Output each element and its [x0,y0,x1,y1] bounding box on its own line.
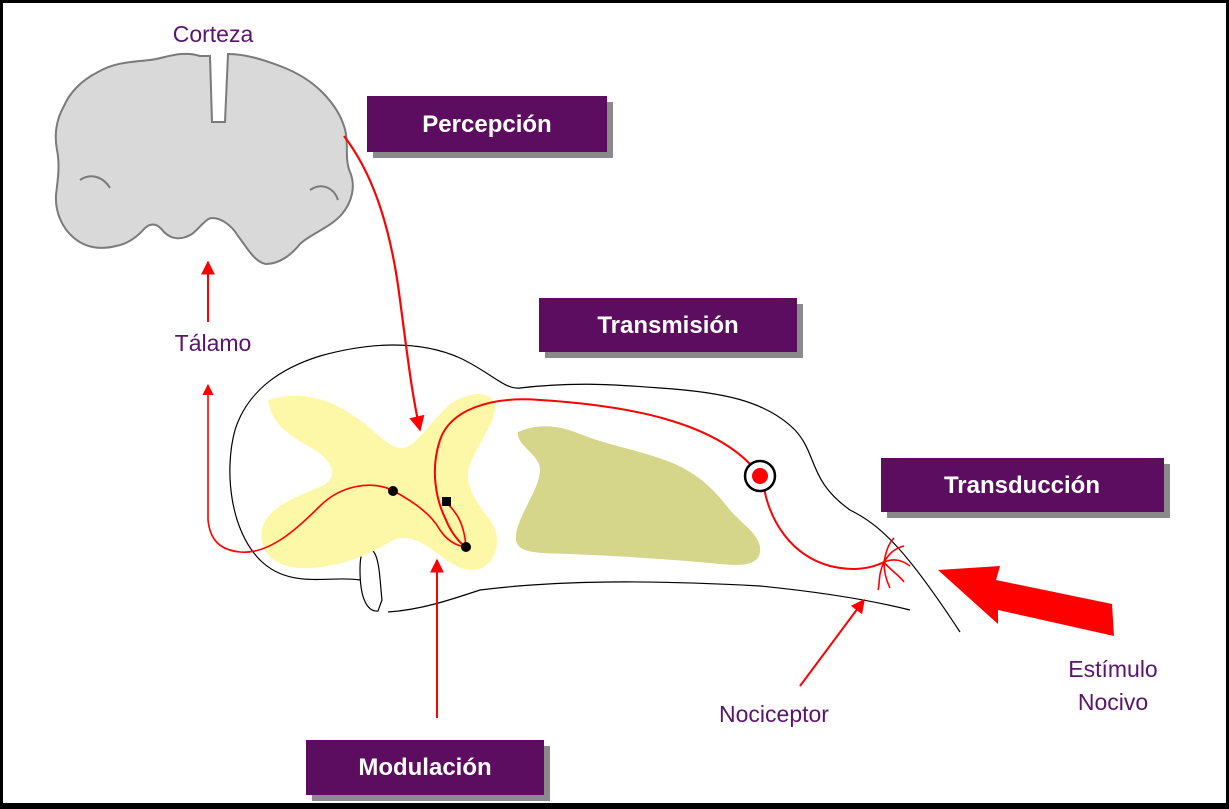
nociceptor-pointer-arrow [800,600,864,686]
neuron-dot [461,542,471,552]
brain-cortex-shape [56,54,353,264]
box-transmision: Transmisión [539,298,803,358]
noxious-stimulus-arrow [938,566,1114,636]
label-estimulo: Estímulo [1068,656,1157,682]
box-percepcion: Percepción [367,96,613,158]
synapse-square [442,497,451,506]
label-nocivo: Nocivo [1078,689,1148,715]
white-matter-region [516,426,760,565]
box-modulacion-label: Modulación [358,754,491,781]
label-nociceptor: Nociceptor [719,701,829,727]
nociceptor-endings [878,538,910,590]
label-talamo: Tálamo [175,330,252,356]
spinal-cord-outline [360,547,382,611]
neuron-dot [388,486,398,496]
box-transduccion: Transducción [881,458,1170,518]
box-transduccion-label: Transducción [944,472,1100,499]
box-percepcion-label: Percepción [422,111,551,138]
box-modulacion: Modulación [306,740,550,801]
spinal-cord-outline [388,582,910,612]
peripheral-fiber [764,488,884,569]
ganglion-cell-nucleus [752,468,768,484]
descending-pathway [344,136,420,430]
box-transmision-label: Transmisión [597,312,738,339]
label-corteza: Corteza [173,21,254,47]
